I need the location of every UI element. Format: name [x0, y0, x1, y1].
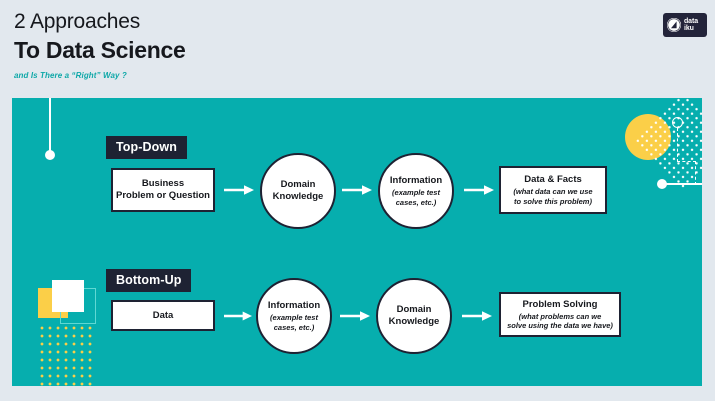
node-title: Problem Solving	[522, 298, 598, 310]
node-domain-knowledge-top: Domain Knowledge	[260, 153, 336, 229]
dataiku-wordmark: data iku	[684, 18, 698, 33]
dataiku-logo: data iku	[663, 13, 707, 37]
node-title-line-2: Knowledge	[388, 316, 440, 327]
decoration-dashed-line-vertical-2	[695, 161, 696, 185]
decoration-yellow-dot-grid	[38, 324, 94, 386]
node-domain-knowledge-bottom: Domain Knowledge	[376, 278, 452, 354]
node-subtitle-line-2: cases, etc.)	[273, 322, 315, 332]
decoration-white-dot-diamond	[632, 98, 702, 193]
node-information-bottom: Information (example test cases, etc.)	[256, 278, 332, 354]
node-title: Data & Facts	[524, 174, 582, 185]
node-subtitle-line-2: cases, etc.)	[395, 197, 437, 207]
decoration-dashed-line-vertical	[677, 128, 678, 162]
dataiku-mark-icon	[667, 18, 681, 32]
node-title: Information	[267, 300, 321, 311]
decoration-white-square	[52, 280, 84, 312]
node-problem-solving: Problem Solving (what problems can we so…	[499, 292, 621, 337]
page-title-line-1: 2 Approaches	[14, 10, 141, 33]
wordmark-line-bottom: iku	[684, 25, 694, 32]
slide-header: 2 Approaches To Data Science and Is Ther…	[0, 0, 715, 98]
decoration-top-left-dot	[45, 150, 55, 160]
node-data-and-facts: Data & Facts (what data can we use to so…	[499, 166, 607, 214]
node-title-line-1: Domain	[280, 179, 316, 190]
diagram-panel: Top-Down Business Problem or Question Do…	[12, 98, 702, 386]
wordmark-line-top: data	[684, 17, 698, 25]
node-subtitle-line-2: to solve this problem)	[514, 196, 592, 206]
decoration-dashed-line-horizontal	[677, 161, 696, 162]
decoration-solid-dot	[657, 179, 667, 189]
arrow-icon	[224, 185, 254, 195]
page-title-line-2: To Data Science	[14, 37, 186, 63]
node-title-line-1: Business	[141, 178, 185, 189]
node-data: Data	[111, 300, 215, 331]
node-subtitle-line-1: (what data can we use	[513, 187, 593, 196]
node-title-line-2: Knowledge	[272, 191, 324, 202]
page-subtitle: and Is There a “Right” Way ?	[14, 71, 127, 80]
node-information-top: Information (example test cases, etc.)	[378, 153, 454, 229]
decoration-top-left-line	[49, 98, 51, 154]
flow-label-top-down: Top-Down	[106, 136, 187, 159]
decoration-solid-line	[662, 183, 702, 185]
flow-label-bottom-up: Bottom-Up	[106, 269, 192, 292]
node-subtitle-line-1: (what problems can we	[518, 311, 602, 321]
arrow-icon	[342, 185, 372, 195]
arrow-icon	[340, 311, 370, 321]
node-title: Data	[152, 309, 174, 321]
arrow-icon	[224, 311, 252, 321]
arrow-icon	[464, 185, 494, 195]
node-title-line-2: Problem or Question	[116, 190, 210, 201]
node-title-line-1: Domain	[396, 304, 432, 315]
node-subtitle-line-2: solve using the data we have)	[507, 321, 613, 330]
decoration-ring-icon	[672, 117, 683, 128]
arrow-icon	[462, 311, 492, 321]
node-title: Information	[389, 175, 443, 186]
node-business-problem: Business Problem or Question	[111, 168, 215, 212]
node-subtitle-line-1: (example test	[270, 313, 318, 322]
node-subtitle-line-1: (example test	[392, 188, 440, 197]
